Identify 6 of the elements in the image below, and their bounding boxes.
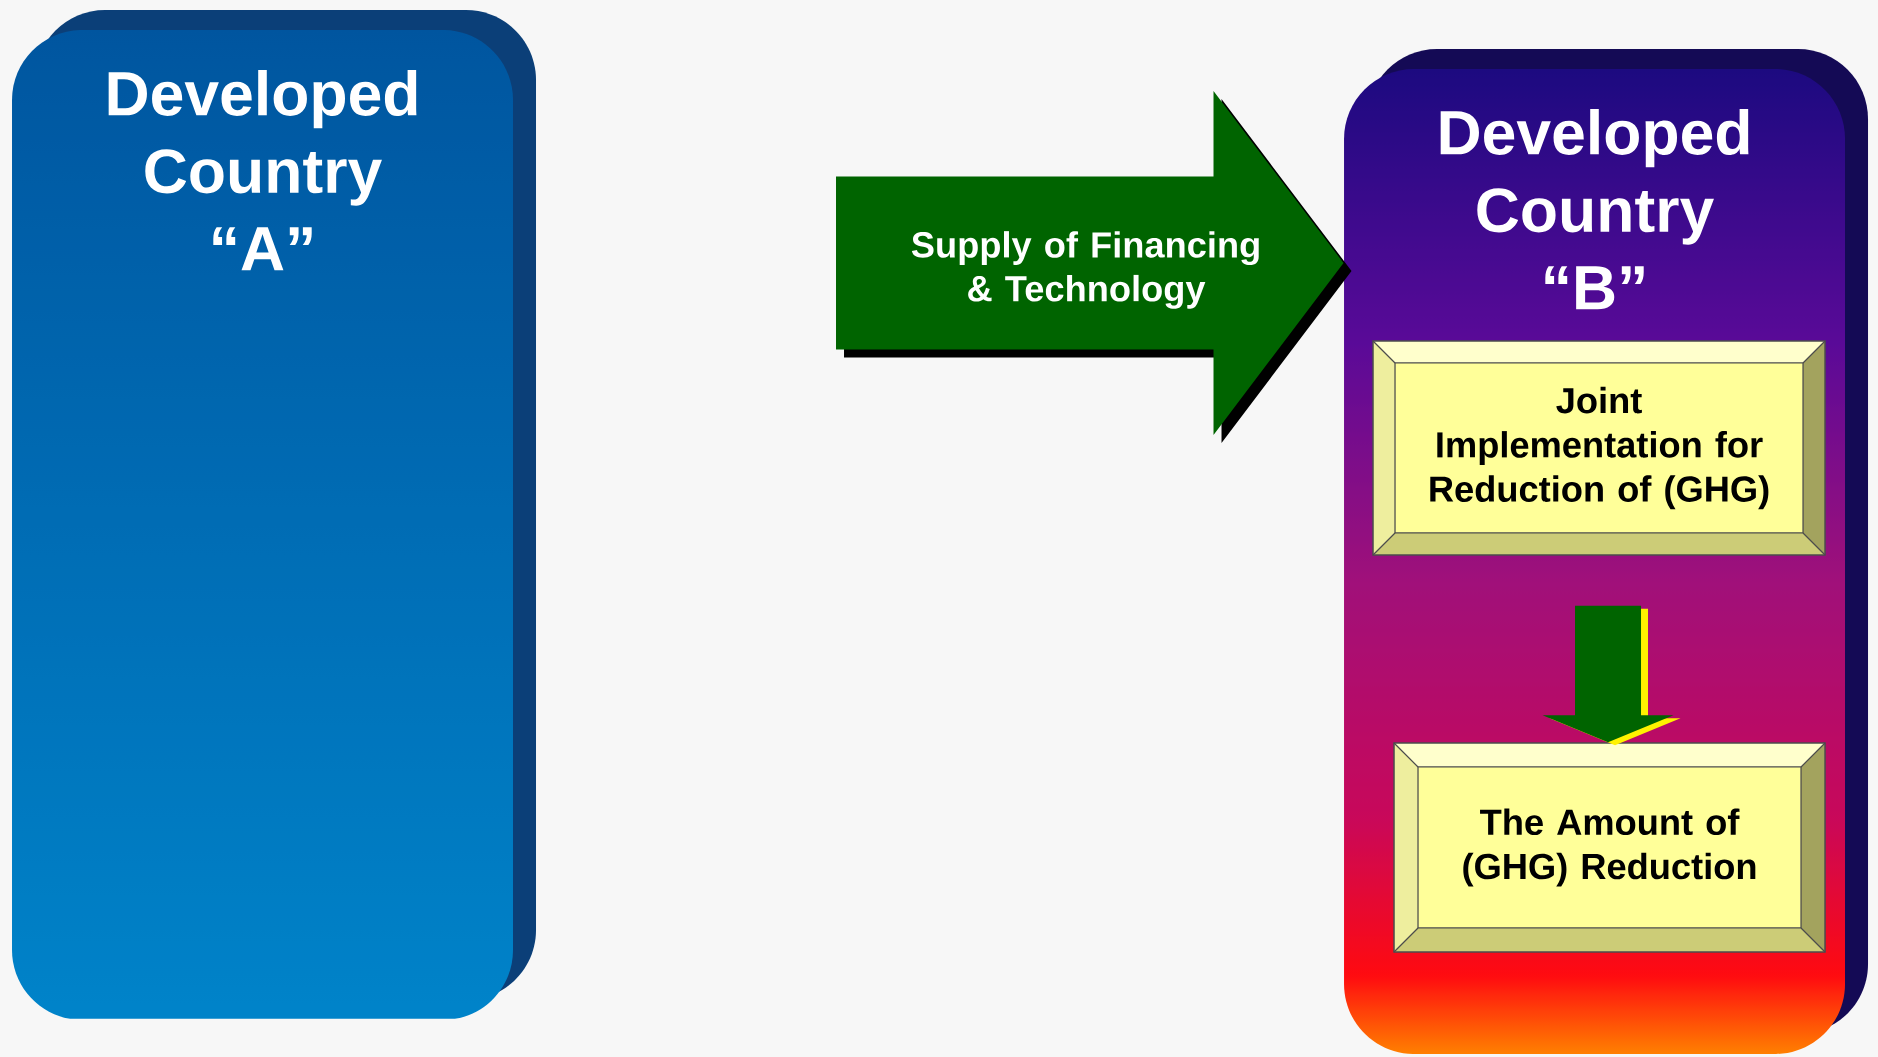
arrow <box>1542 605 1681 746</box>
edge-label: Supply of Financing & Technology <box>911 231 1259 309</box>
bevel-box: Joint Implementation for Reduction of (GHG) <box>1372 340 1826 556</box>
arrow <box>836 91 1352 443</box>
bevel-box: The Amount of (GHG) Reduction <box>1393 742 1826 953</box>
country-panel: Developed Country “A” <box>12 10 536 1019</box>
